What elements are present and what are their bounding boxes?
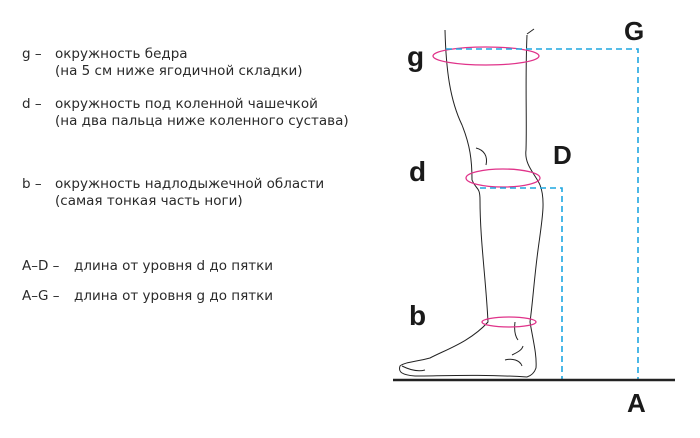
legend-key-d: d – bbox=[22, 96, 42, 112]
leg-outline bbox=[399, 28, 544, 378]
legend-line: (самая тонкая часть ноги) bbox=[55, 193, 243, 209]
legend-text-ad: длина от уровня d до пятки bbox=[74, 258, 274, 274]
label-A: A bbox=[627, 388, 646, 418]
legend-text-d: окружность под коленной чашечкой (на два… bbox=[55, 96, 349, 130]
length-lines bbox=[446, 48, 639, 380]
legend-line: (на 5 см ниже ягодичной складки) bbox=[55, 63, 303, 79]
legend-text-g: окружность бедра (на 5 см ниже ягодичной… bbox=[55, 46, 303, 80]
legend-text-b: окружность надлодыжечной области (самая … bbox=[55, 176, 324, 210]
legend-line: окружность бедра bbox=[55, 46, 188, 62]
legend-line: окружность надлодыжечной области bbox=[55, 176, 325, 192]
legend-line: окружность под коленной чашечкой bbox=[55, 96, 318, 112]
label-d: d bbox=[409, 156, 426, 187]
label-b: b bbox=[409, 300, 426, 331]
legend-key-ad: A–D – bbox=[22, 258, 60, 274]
length-ag-line bbox=[446, 48, 639, 380]
label-G: G bbox=[624, 16, 644, 46]
legend-key-b: b – bbox=[22, 176, 42, 192]
legend-key-g: g – bbox=[22, 46, 42, 62]
legend-key-ag: A–G – bbox=[22, 288, 60, 304]
circumference-markers bbox=[432, 46, 541, 328]
legend-text-ag: длина от уровня g до пятки bbox=[74, 288, 274, 304]
legend-line: (на два пальца ниже коленного сустава) bbox=[55, 113, 349, 129]
circumference-d bbox=[465, 168, 541, 188]
label-D: D bbox=[553, 140, 572, 170]
circumference-g bbox=[432, 46, 540, 66]
circumference-b bbox=[481, 316, 537, 328]
length-ad-line bbox=[480, 187, 563, 380]
label-g: g bbox=[407, 41, 424, 72]
